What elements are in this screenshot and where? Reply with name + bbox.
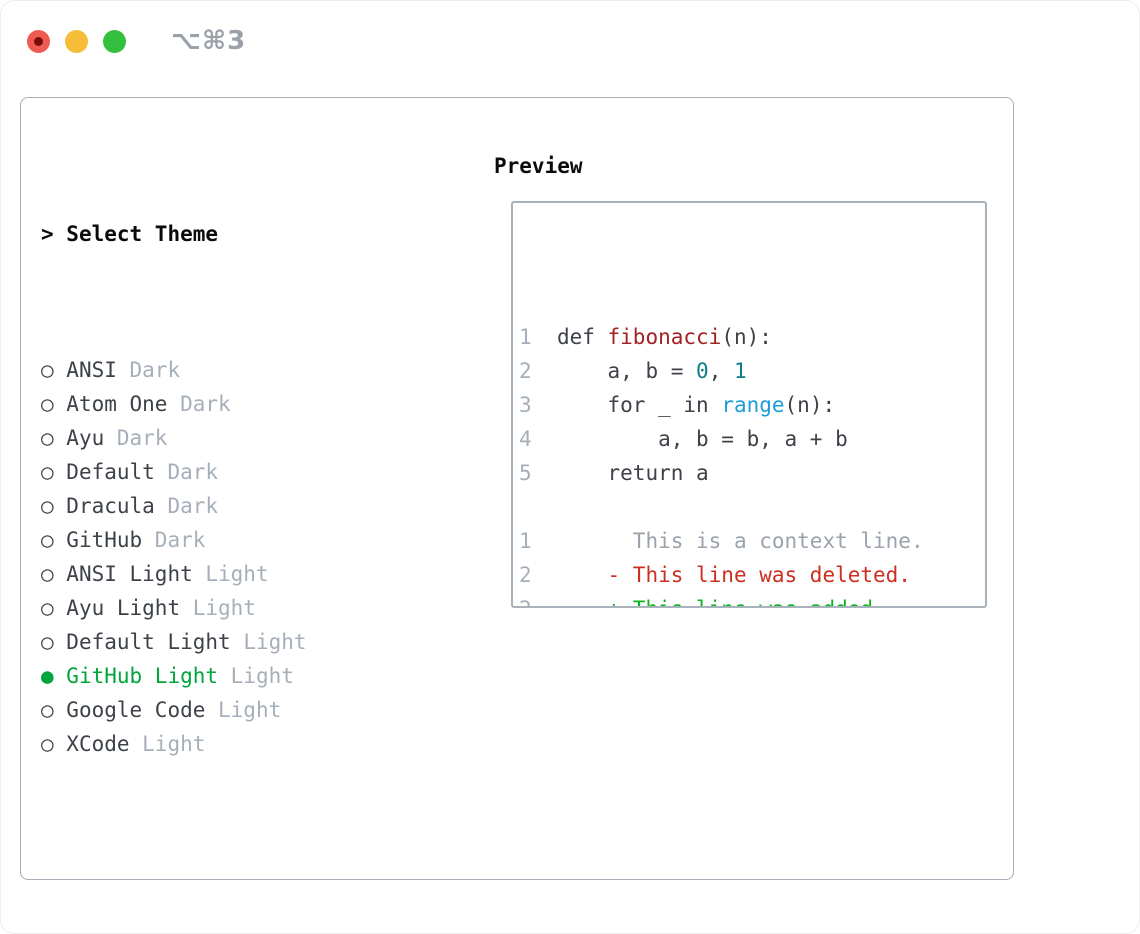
theme-option-atom-one[interactable]: ○ Atom One Dark (41, 387, 420, 421)
code-segment-code: (n): (721, 325, 772, 349)
theme-variant: Dark (154, 460, 219, 484)
theme-name: GitHub Light (66, 664, 219, 688)
theme-name: Default (66, 460, 155, 484)
spacer (41, 863, 420, 897)
theme-variant: Light (129, 732, 206, 756)
select-theme-header-label: Select Theme (66, 222, 219, 246)
code-line: 4 a, b = b, a + b (519, 422, 985, 456)
theme-option-google-code[interactable]: ○ Google Code Light (41, 693, 420, 727)
code-segment-number: 0 (696, 359, 709, 383)
code-line: 2 + This line was added. (519, 592, 985, 606)
line-number: 5 (519, 461, 532, 485)
theme-option-default[interactable]: ○ Default Dark (41, 455, 420, 489)
zoom-button[interactable] (103, 29, 126, 53)
theme-name: Dracula (66, 494, 155, 518)
code-segment-added: + This line was added. (532, 597, 886, 606)
theme-variant: Dark (154, 494, 219, 518)
theme-picker-column: > Select Theme ○ ANSI Dark○ Atom One Dar… (41, 149, 420, 934)
radio-unselected-icon: ○ (41, 494, 67, 518)
code-segment-context: This is a context line. (531, 529, 924, 553)
code-segment-function: fibonacci (607, 325, 722, 349)
theme-option-ansi-light[interactable]: ○ ANSI Light Light (41, 557, 420, 591)
radio-unselected-icon: ○ (41, 596, 67, 620)
radio-unselected-icon: ○ (41, 392, 67, 416)
theme-option-github[interactable]: ○ GitHub Dark (41, 523, 420, 557)
theme-variant: Dark (104, 426, 168, 450)
theme-name: Default Light (66, 630, 231, 654)
line-number: 2 (519, 597, 532, 606)
code-line: 2 a, b = 0, 1 (519, 354, 985, 388)
code-line: 1 def fibonacci(n): (519, 320, 985, 354)
radio-unselected-icon: ○ (41, 698, 67, 722)
theme-name: GitHub (66, 528, 143, 552)
close-button[interactable] (27, 29, 50, 53)
theme-option-ayu-light[interactable]: ○ Ayu Light Light (41, 591, 420, 625)
code-segment-deleted: - This line was deleted. (531, 563, 911, 587)
theme-variant: Light (218, 664, 294, 688)
code-segment-code: , (708, 359, 734, 383)
code-line: 1 This is a context line. (519, 524, 985, 558)
theme-option-ansi[interactable]: ○ ANSI Dark (41, 353, 420, 387)
preview-header: Preview (494, 154, 583, 178)
line-number: 1 (519, 529, 532, 553)
code-segment-number: 1 (733, 359, 747, 383)
line-number: 2 (519, 563, 532, 587)
code-segment-code: a, b = (531, 359, 697, 383)
code-segment-code: (n): (784, 393, 836, 417)
radio-unselected-icon: ○ (41, 460, 67, 484)
theme-variant: Dark (142, 528, 206, 552)
line-number: 1 (519, 325, 532, 349)
line-number: 3 (519, 393, 532, 417)
radio-unselected-icon: ○ (41, 630, 67, 654)
header-caret-icon: > (41, 222, 67, 246)
theme-name: ANSI Light (66, 562, 193, 586)
select-theme-header: > Select Theme (41, 217, 420, 251)
theme-variant: Light (180, 596, 256, 620)
radio-unselected-icon: ○ (41, 732, 67, 756)
theme-variant: Dark (167, 392, 231, 416)
radio-unselected-icon: ○ (41, 426, 67, 450)
theme-name: XCode (66, 732, 130, 756)
theme-variant: Dark (116, 358, 181, 382)
line-number: 4 (519, 427, 532, 451)
code-segment-code: return a (531, 461, 709, 485)
window-title-shortcut: ⌥⌘3 (171, 26, 247, 56)
theme-option-github-light[interactable]: ● GitHub Light Light (41, 659, 420, 693)
code-line: 2 - This line was deleted. (519, 558, 985, 592)
theme-variant: Light (230, 630, 307, 654)
minimize-button[interactable] (65, 29, 88, 53)
theme-picker-panel: > Select Theme ○ ANSI Dark○ Atom One Dar… (20, 97, 1014, 880)
theme-option-xcode[interactable]: ○ XCode Light (41, 727, 420, 761)
radio-selected-icon: ● (41, 664, 67, 688)
code-segment-code: def (531, 325, 608, 349)
theme-variant: Light (205, 698, 282, 722)
close-dot-icon (34, 36, 43, 46)
code-segment-code: a, b = b, a + b (531, 427, 848, 451)
theme-variant: Light (192, 562, 269, 586)
radio-unselected-icon: ○ (41, 562, 67, 586)
theme-name: Google Code (66, 698, 206, 722)
theme-option-default-light[interactable]: ○ Default Light Light (41, 625, 420, 659)
theme-list: ○ ANSI Dark○ Atom One Dark○ Ayu Dark○ De… (41, 353, 420, 761)
titlebar: ⌥⌘3 (27, 26, 246, 56)
theme-option-dracula[interactable]: ○ Dracula Dark (41, 489, 420, 523)
code-line: 3 for _ in range(n): (519, 388, 985, 422)
code-line (519, 490, 985, 524)
theme-option-ayu[interactable]: ○ Ayu Dark (41, 421, 420, 455)
theme-name: Ayu Light (66, 596, 181, 620)
theme-name: Ayu (66, 426, 105, 450)
theme-name: ANSI (66, 358, 117, 382)
radio-unselected-icon: ○ (41, 528, 67, 552)
code-segment-builtin: range (721, 393, 785, 417)
line-number: 2 (519, 359, 532, 383)
code-line: 5 return a (519, 456, 985, 490)
radio-unselected-icon: ○ (41, 358, 67, 382)
theme-name: Atom One (66, 392, 168, 416)
code-segment-code: for _ in (531, 393, 722, 417)
